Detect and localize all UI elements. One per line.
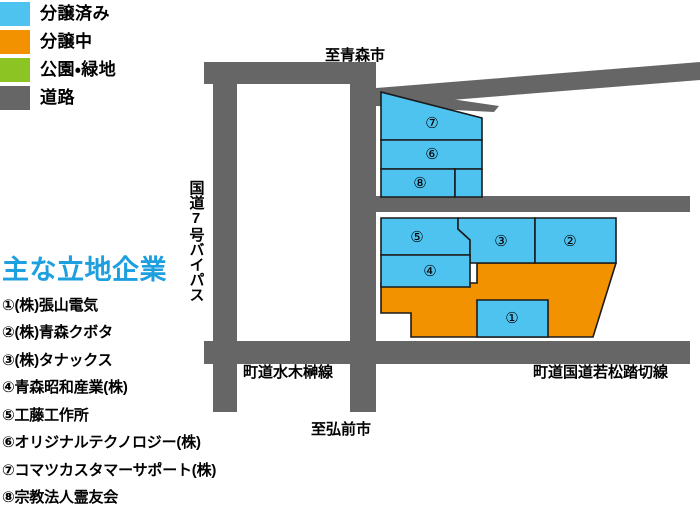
company-item-3: ③(株)タナックス xyxy=(2,351,113,369)
parcel-5-shape xyxy=(380,217,471,256)
map-text-labels: 至青森市 至弘前市 町道水木榊線 町道国道若松踏切線 国道7号バイパス xyxy=(188,46,670,438)
lower-parcel-block xyxy=(380,217,618,338)
parcel-number-7: ⑦ xyxy=(425,115,438,132)
road-vertical-right xyxy=(350,62,376,364)
legend-item-road: 道路 xyxy=(0,84,180,111)
label-to-hirosaki: 至弘前市 xyxy=(311,420,371,438)
legend-label-sold: 分譲済み xyxy=(40,4,110,23)
road-vertical-right-extension xyxy=(350,364,376,412)
company-item-2: ②(株)青森クボタ xyxy=(2,324,113,342)
legend-swatch-for-sale xyxy=(0,29,30,54)
legend-item-for-sale: 分譲中 xyxy=(0,28,180,55)
legend-label-road: 道路 xyxy=(40,88,75,107)
label-town-road-mizuki: 町道水木榊線 xyxy=(243,363,334,381)
road-bottom-horizontal xyxy=(204,341,690,364)
parcel-number-5: ⑤ xyxy=(410,229,423,246)
company-item-6: ⑥オリジナルテクノロジー(株) xyxy=(2,434,201,452)
road-vertical-left xyxy=(213,62,237,364)
road-top-horizontal xyxy=(204,62,376,84)
company-item-1: ①(株)張山電気 xyxy=(2,296,99,314)
road-slanted-northeast xyxy=(376,62,700,106)
company-list-title: 主な立地企業 xyxy=(2,255,167,285)
road-vertical-left-extension xyxy=(213,364,237,412)
parcel-2-shape xyxy=(534,217,617,264)
company-item-7: ⑦コマツカスタマーサポート(株) xyxy=(2,461,217,479)
parcel-1-shape xyxy=(476,299,549,338)
parcel-number-labels: ⑦ ⑥ ⑧ ⑤ ③ ② ④ ① xyxy=(410,115,576,327)
label-route7-bypass: 国道7号バイパス xyxy=(188,180,205,302)
label-to-aomori: 至青森市 xyxy=(325,46,385,64)
parcel-number-8: ⑧ xyxy=(413,175,426,192)
legend-swatch-road xyxy=(0,85,30,110)
parcel-number-1: ① xyxy=(505,310,518,327)
company-item-8: ⑧宗教法人霊友会 xyxy=(2,489,119,507)
legend-label-for-sale: 分譲中 xyxy=(40,32,93,51)
legend-item-park-green: 公園・緑地 xyxy=(0,56,180,83)
road-middle-horizontal xyxy=(362,196,690,212)
company-list-panel: 主な立地企業 ①(株)張山電気 ②(株)青森クボタ ③(株)タナックス ④青森昭… xyxy=(0,255,250,518)
label-town-road-wakamatsu: 町道国道若松踏切線 xyxy=(533,363,669,381)
parcel-number-3: ③ xyxy=(494,233,507,250)
parcel-4-shape xyxy=(380,254,471,288)
parcel-number-2: ② xyxy=(563,233,576,250)
legend-label-park-green: 公園・緑地 xyxy=(40,60,117,79)
legend-swatch-sold xyxy=(0,1,30,26)
road-stub-top-left xyxy=(204,73,218,84)
parcel-8b-shape xyxy=(454,168,483,198)
parcel-number-6: ⑥ xyxy=(425,146,438,163)
legend: 分譲済み 分譲中 公園・緑地 道路 xyxy=(0,0,180,112)
parcel-number-4: ④ xyxy=(423,263,436,280)
legend-swatch-park-green xyxy=(0,57,30,82)
company-item-5: ⑤工藤工作所 xyxy=(2,406,89,424)
upper-parcel-block xyxy=(380,90,483,198)
legend-item-sold: 分譲済み xyxy=(0,0,180,27)
company-item-4: ④青森昭和産業(株) xyxy=(2,379,128,397)
